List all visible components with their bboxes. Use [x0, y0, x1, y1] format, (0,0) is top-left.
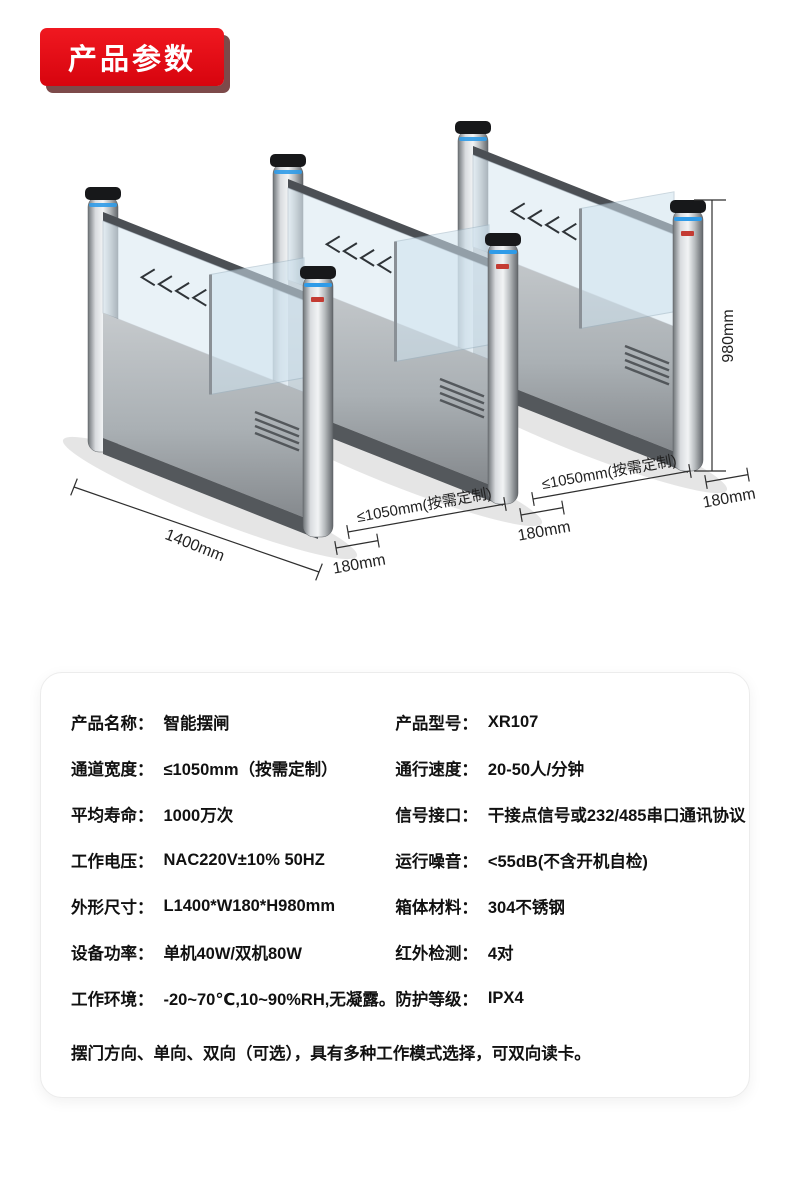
- spec-label: 通道宽度：: [71, 761, 154, 779]
- spec-signal-interface: 信号接口： 干接点信号或232/485串口通讯协议: [395, 791, 745, 837]
- spec-voltage: 工作电压： NAC220V±10% 50HZ: [71, 837, 395, 883]
- spec-label: 设备功率：: [71, 945, 154, 963]
- spec-lane-width: 通道宽度： ≤1050mm（按需定制）: [71, 745, 395, 791]
- spec-value: 智能摆闸: [163, 715, 230, 733]
- spec-value: 304不锈钢: [487, 899, 565, 917]
- swing-gate-illustration: 980mm 1400mm 180mm ≤1050mm(按需定制) 180mm ≤…: [54, 120, 757, 581]
- spec-label: 运行噪音：: [395, 853, 478, 871]
- spec-value: 单机40W/双机80W: [163, 945, 302, 963]
- spec-protection-rating: 防护等级： IPX4: [395, 975, 745, 1021]
- spec-label: 箱体材料：: [395, 899, 478, 917]
- dim-height-label: 980mm: [720, 309, 737, 362]
- spec-lifespan: 平均寿命： 1000万次: [71, 791, 395, 837]
- spec-label: 平均寿命：: [71, 807, 154, 825]
- page-title-badge: 产品参数: [40, 28, 225, 86]
- spec-model: 产品型号： XR107: [395, 699, 745, 745]
- spec-product-name: 产品名称： 智能摆闸: [71, 699, 395, 745]
- spec-ir-detection: 红外检测： 4对: [395, 929, 745, 975]
- spec-speed: 通行速度： 20-50人/分钟: [395, 745, 745, 791]
- spec-value: ≤1050mm（按需定制）: [163, 761, 338, 779]
- spec-value: 4对: [487, 945, 514, 963]
- spec-value: NAC220V±10% 50HZ: [163, 850, 325, 869]
- spec-grid: 产品名称： 智能摆闸 产品型号： XR107 通道宽度： ≤1050mm（按需定…: [71, 699, 746, 1021]
- spec-dimensions: 外形尺寸： L1400*W180*H980mm: [71, 883, 395, 929]
- spec-value: L1400*W180*H980mm: [163, 896, 336, 915]
- spec-power: 设备功率： 单机40W/双机80W: [71, 929, 395, 975]
- spec-label: 工作环境：: [71, 991, 154, 1009]
- spec-value: IPX4: [487, 988, 524, 1007]
- spec-label: 通行速度：: [395, 761, 478, 779]
- dim-height: 980mm: [694, 199, 737, 472]
- spec-value: 20-50人/分钟: [487, 761, 585, 779]
- spec-value: <55dB(不含开机自检): [487, 853, 648, 871]
- spec-label: 红外检测：: [395, 945, 478, 963]
- spec-label: 产品名称：: [71, 715, 154, 733]
- spec-value: XR107: [487, 712, 539, 731]
- spec-label: 工作电压：: [71, 853, 154, 871]
- spec-card: 产品名称： 智能摆闸 产品型号： XR107 通道宽度： ≤1050mm（按需定…: [40, 672, 750, 1098]
- spec-footer-note: 摆门方向、单向、双向（可选），具有多种工作模式选择，可双向读卡。: [71, 1045, 591, 1063]
- product-diagram: 980mm 1400mm 180mm ≤1050mm(按需定制) 180mm ≤…: [0, 120, 790, 620]
- spec-label: 信号接口：: [395, 807, 478, 825]
- spec-value: 干接点信号或232/485串口通讯协议: [487, 807, 746, 825]
- spec-value: -20~70℃,10~90%RH,无凝露。: [163, 991, 396, 1009]
- spec-label: 防护等级：: [395, 991, 478, 1009]
- spec-value: 1000万次: [163, 807, 234, 825]
- spec-environment: 工作环境： -20~70℃,10~90%RH,无凝露。: [71, 975, 395, 1021]
- spec-material: 箱体材料： 304不锈钢: [395, 883, 745, 929]
- dim-length-label: 1400mm: [163, 526, 227, 565]
- spec-label: 外形尺寸：: [71, 899, 154, 917]
- spec-label: 产品型号：: [395, 715, 478, 733]
- spec-noise: 运行噪音： <55dB(不含开机自检): [395, 837, 745, 883]
